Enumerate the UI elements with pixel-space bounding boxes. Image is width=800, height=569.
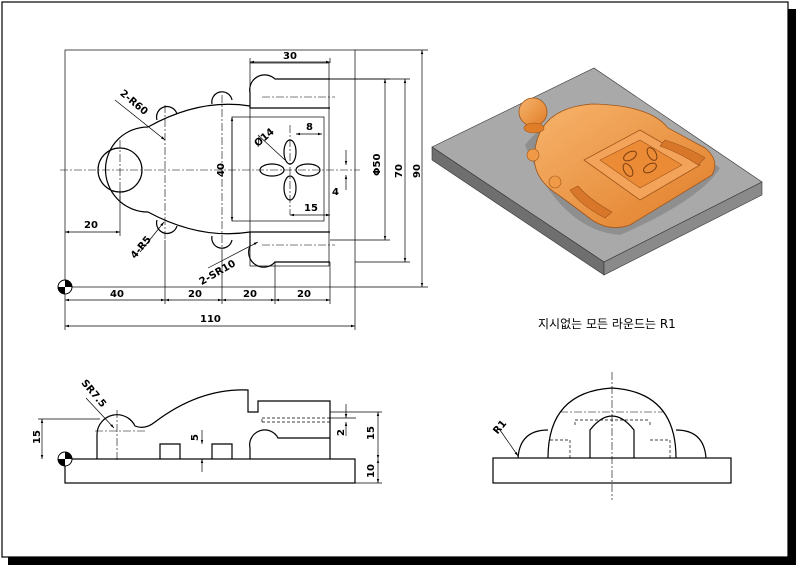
dim-front-10: 10 [366, 464, 377, 478]
dim-dia50: Φ50 [372, 154, 383, 176]
dim-15: 15 [304, 203, 318, 214]
dim-front-15-right: 15 [366, 426, 377, 440]
model-petal-emblem [622, 147, 658, 177]
plan-body-outline [104, 103, 251, 235]
base-right-side [603, 181, 763, 276]
plan-block-outline [64, 49, 356, 288]
dim-front-2: 2 [336, 429, 347, 436]
dim-90: 90 [412, 164, 423, 178]
dim-40-vert: 40 [216, 163, 227, 177]
dim-bottom-20c: 20 [297, 289, 311, 300]
dim-bottom-20a: 20 [188, 289, 202, 300]
dim-front-15-left: 15 [32, 430, 43, 444]
model-head [518, 97, 548, 127]
origin-symbol-front [57, 451, 73, 467]
plan-bump-1 [155, 105, 178, 121]
dim-total-110: 110 [200, 314, 221, 325]
plan-bump-3 [155, 219, 178, 235]
plan-bump-2 [211, 91, 233, 105]
dim-bottom-20b: 20 [243, 289, 257, 300]
dim-70: 70 [394, 164, 405, 178]
front-profile [96, 389, 331, 459]
dim-front-5: 5 [190, 434, 201, 441]
plan-top-slot [249, 74, 330, 109]
dim-4: 4 [332, 187, 339, 198]
dim-8: 8 [306, 122, 313, 133]
dim-top-30: 30 [283, 51, 297, 62]
origin-symbol-plan [57, 279, 73, 295]
dim-bottom-40: 40 [110, 289, 124, 300]
rounding-note: 지시없는 모든 라운드는 R1 [538, 317, 676, 331]
front-base [64, 458, 356, 484]
dim-20-left: 20 [84, 220, 98, 231]
isometric-model [431, 67, 763, 276]
plan-view: 30 8 Ø14 40 4 15 Φ50 70 90 2-R [57, 49, 428, 330]
sheet-border [1, 1, 789, 558]
plan-bump-4 [211, 235, 233, 249]
